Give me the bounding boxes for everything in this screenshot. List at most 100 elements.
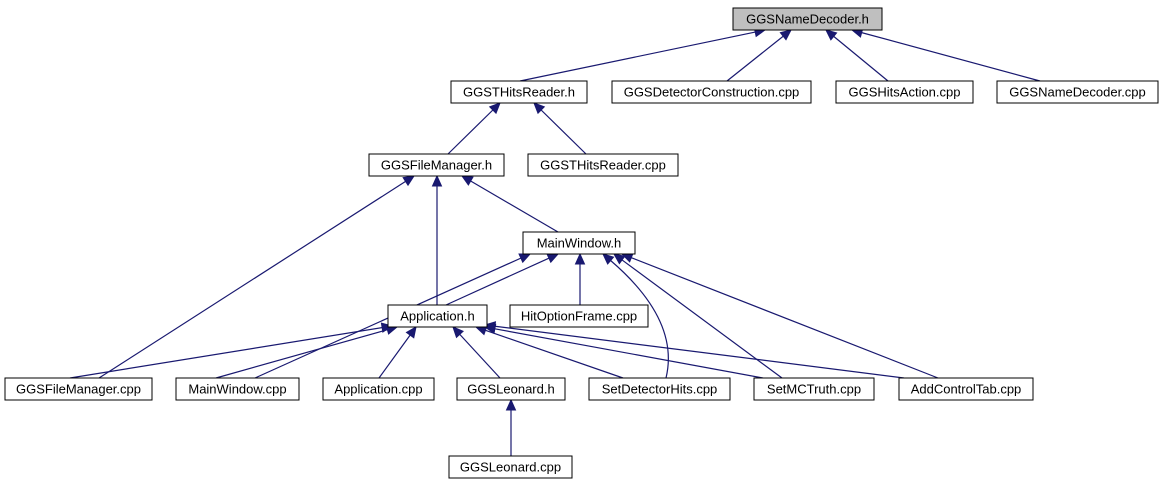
node-box[interactable]: [456, 377, 566, 401]
edge-line: [631, 257, 939, 379]
node-ggsfilemanager_h[interactable]: GGSFileManager.h: [368, 153, 505, 177]
node-setmctruth_cpp[interactable]: SetMCTruth.cpp: [753, 377, 875, 401]
node-application_h[interactable]: Application.h: [387, 304, 488, 328]
arrowhead-icon: [452, 326, 464, 339]
node-box[interactable]: [175, 377, 300, 401]
node-ggsleonard_cpp[interactable]: GGSLeonard.cpp: [448, 455, 573, 479]
node-box[interactable]: [509, 304, 649, 328]
node-box[interactable]: [368, 153, 505, 177]
edge-line: [378, 334, 411, 379]
node-box[interactable]: [322, 377, 435, 401]
arrowhead-icon: [613, 253, 626, 265]
node-ggsleonard_h[interactable]: GGSLeonard.h: [456, 377, 566, 401]
node-mainwindow_cpp[interactable]: MainWindow.cpp: [175, 377, 300, 401]
node-box[interactable]: [898, 377, 1034, 401]
edge-ggsthitsreader_h-to-ggsnamedecoder_h: [519, 26, 767, 82]
node-label: GGSLeonard.h: [467, 382, 554, 397]
node-ggsnamedecoder_h[interactable]: GGSNameDecoder.h: [732, 7, 883, 31]
node-ggsfilemanager_cpp[interactable]: GGSFileManager.cpp: [4, 377, 153, 401]
node-mainwindow_h[interactable]: MainWindow.h: [522, 231, 636, 255]
edge-line: [447, 109, 494, 155]
node-ggsdetectorconstruction_cpp[interactable]: GGSDetectorConstruction.cpp: [611, 80, 812, 104]
edge-setdetectorhits_cpp-to-application_h: [474, 325, 624, 379]
node-label: GGSNameDecoder.h: [746, 12, 869, 27]
edge-line: [861, 32, 1041, 82]
edge-ggsfilemanager_cpp-to-application_h: [69, 322, 394, 379]
node-box[interactable]: [387, 304, 488, 328]
node-label: HitOptionFrame.cpp: [521, 309, 637, 324]
node-label: SetMCTruth.cpp: [767, 382, 861, 397]
edge-line: [540, 109, 587, 155]
edge-hitoptionframe_cpp-to-mainwindow_h: [574, 252, 586, 305]
edge-line: [726, 35, 784, 82]
arrowhead-icon: [505, 398, 517, 411]
node-hitoptionframe_cpp[interactable]: HitOptionFrame.cpp: [509, 304, 649, 328]
node-box[interactable]: [448, 455, 573, 479]
edge-ggsleonard_cpp-to-ggsleonard_h: [505, 398, 517, 456]
arrowhead-icon: [546, 253, 560, 264]
node-label: MainWindow.h: [537, 236, 622, 251]
node-box[interactable]: [527, 153, 679, 177]
node-box[interactable]: [996, 80, 1159, 104]
edge-addcontroltab_cpp-to-application_h: [483, 321, 905, 379]
node-label: Application.h: [400, 309, 474, 324]
edge-ggsdetectorconstruction_cpp-to-ggsnamedecoder_h: [726, 29, 792, 82]
arrowhead-icon: [460, 175, 474, 186]
node-box[interactable]: [732, 7, 883, 31]
node-box[interactable]: [611, 80, 812, 104]
node-box[interactable]: [835, 80, 974, 104]
node-label: GGSNameDecoder.cpp: [1009, 85, 1146, 100]
edge-line: [215, 329, 388, 379]
edge-line: [494, 325, 905, 379]
edge-application_cpp-to-application_h: [378, 326, 417, 379]
node-ggsthitsreader_cpp[interactable]: GGSTHitsReader.cpp: [527, 153, 679, 177]
edge-setmctruth_cpp-to-mainwindow_h: [613, 253, 783, 379]
edge-ggshitsaction_cpp-to-ggsnamedecoder_h: [825, 29, 889, 82]
edge-ggsnamedecoder_cpp-to-ggsnamedecoder_h: [850, 27, 1041, 82]
node-box[interactable]: [450, 80, 588, 104]
arrowhead-icon: [431, 174, 443, 187]
arrowhead-icon: [402, 175, 416, 187]
node-box[interactable]: [522, 231, 636, 255]
arrowhead-icon: [574, 252, 586, 265]
edge-application_h-to-mainwindow_h: [445, 253, 560, 306]
arrowhead-icon: [533, 102, 546, 115]
node-label: GGSLeonard.cpp: [460, 460, 561, 475]
node-box[interactable]: [4, 377, 153, 401]
node-ggsthitsreader_h[interactable]: GGSTHitsReader.h: [450, 80, 588, 104]
node-label: GGSTHitsReader.cpp: [540, 158, 666, 173]
arrowhead-icon: [518, 253, 532, 264]
node-label: GGSFileManager.h: [381, 158, 492, 173]
node-label: SetDetectorHits.cpp: [602, 382, 718, 397]
node-label: GGSTHitsReader.h: [463, 85, 575, 100]
node-ggsnamedecoder_cpp[interactable]: GGSNameDecoder.cpp: [996, 80, 1159, 104]
node-setdetectorhits_cpp[interactable]: SetDetectorHits.cpp: [588, 377, 731, 401]
edge-line: [69, 327, 383, 379]
arrowhead-icon: [602, 253, 615, 265]
edge-line: [833, 35, 889, 82]
node-addcontroltab_cpp[interactable]: AddControlTab.cpp: [898, 377, 1034, 401]
edge-line: [519, 31, 756, 82]
node-ggshitsaction_cpp[interactable]: GGSHitsAction.cpp: [835, 80, 974, 104]
edge-line: [610, 260, 669, 379]
edge-mainwindow_cpp-to-application_h: [215, 324, 399, 379]
edge-mainwindow_h-to-ggsfilemanager_h: [460, 175, 559, 233]
node-label: GGSHitsAction.cpp: [849, 85, 961, 100]
edge-line: [459, 333, 501, 379]
node-label: Application.cpp: [334, 382, 422, 397]
edge-setmctruth_cpp-to-application_h: [483, 323, 764, 379]
node-application_cpp[interactable]: Application.cpp: [322, 377, 435, 401]
node-box[interactable]: [753, 377, 875, 401]
node-label: MainWindow.cpp: [188, 382, 286, 397]
node-box[interactable]: [588, 377, 731, 401]
arrowhead-icon: [779, 29, 792, 41]
edge-line: [621, 259, 783, 379]
edge-application_h-to-ggsfilemanager_h: [431, 174, 443, 305]
edge-addcontroltab_cpp-to-mainwindow_h: [620, 252, 939, 379]
edge-ggsfilemanager_cpp-to-ggsfilemanager_h: [98, 175, 416, 379]
edge-line: [494, 328, 764, 379]
edge-ggsfilemanager_h-to-ggsthitsreader_h: [447, 102, 501, 155]
edge-ggsleonard_h-to-application_h: [452, 326, 501, 379]
